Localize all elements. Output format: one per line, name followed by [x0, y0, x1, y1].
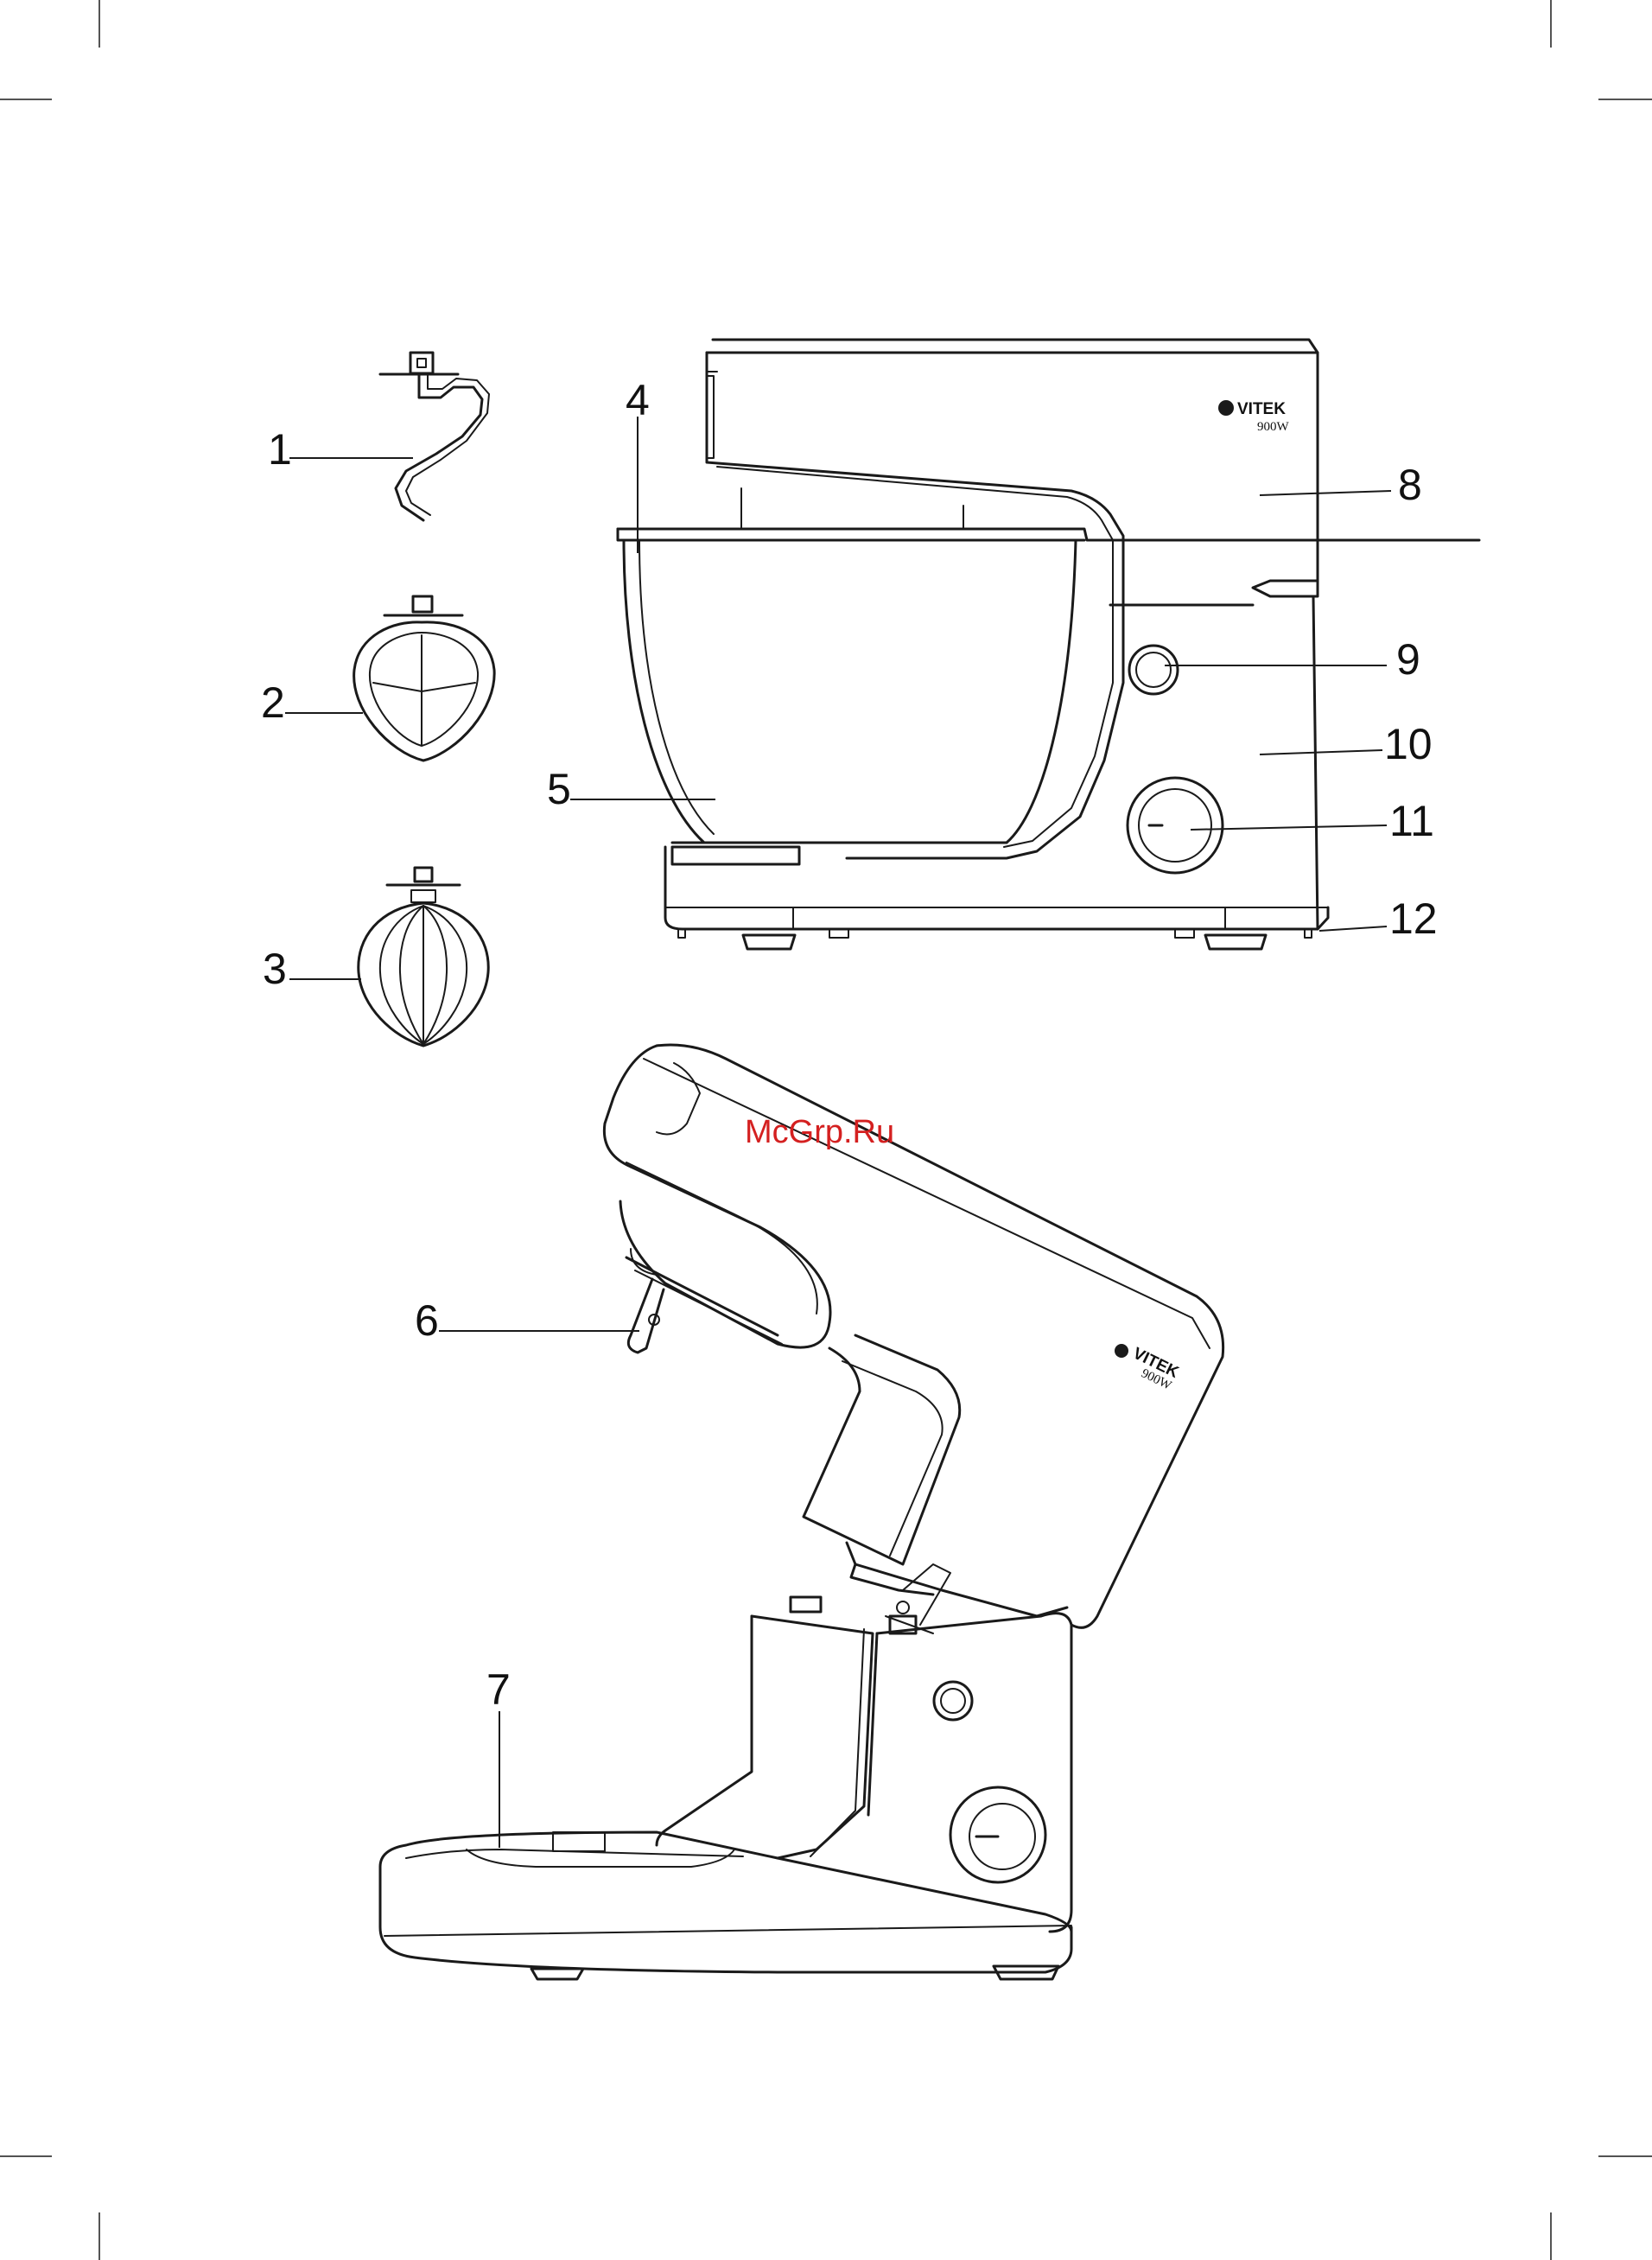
- callout-5: 5: [547, 765, 571, 813]
- callout-10: 10: [1384, 720, 1433, 768]
- callout-4: 4: [626, 376, 650, 424]
- callout-11: 11: [1389, 797, 1434, 845]
- callout-8: 8: [1398, 461, 1422, 509]
- callout-3: 3: [263, 945, 287, 993]
- whisk-icon: [359, 868, 488, 1046]
- brand-name-front: VITEK: [1237, 400, 1286, 418]
- callout-6: 6: [415, 1296, 439, 1345]
- callout-2: 2: [261, 678, 285, 727]
- callout-12: 12: [1389, 894, 1438, 943]
- callout-1: 1: [268, 425, 292, 474]
- mixer-front-view: VITEK 900W: [618, 340, 1479, 949]
- vitek-logo-icon: [1218, 400, 1234, 416]
- flat-beater-icon: [354, 596, 495, 761]
- mixer-tilted-view: VITEK 900W: [380, 1045, 1223, 1979]
- callout-numbers: 1 2 3 4 5 6 7 8 9 10 11 12: [261, 376, 1438, 1714]
- model-label-front: 900W: [1257, 420, 1290, 434]
- watermark: McGrp.Ru: [745, 1114, 894, 1150]
- dough-hook-icon: [380, 353, 489, 520]
- callout-9: 9: [1396, 635, 1420, 684]
- callout-7: 7: [486, 1665, 511, 1714]
- vitek-logo-icon-tilted: [1115, 1344, 1128, 1358]
